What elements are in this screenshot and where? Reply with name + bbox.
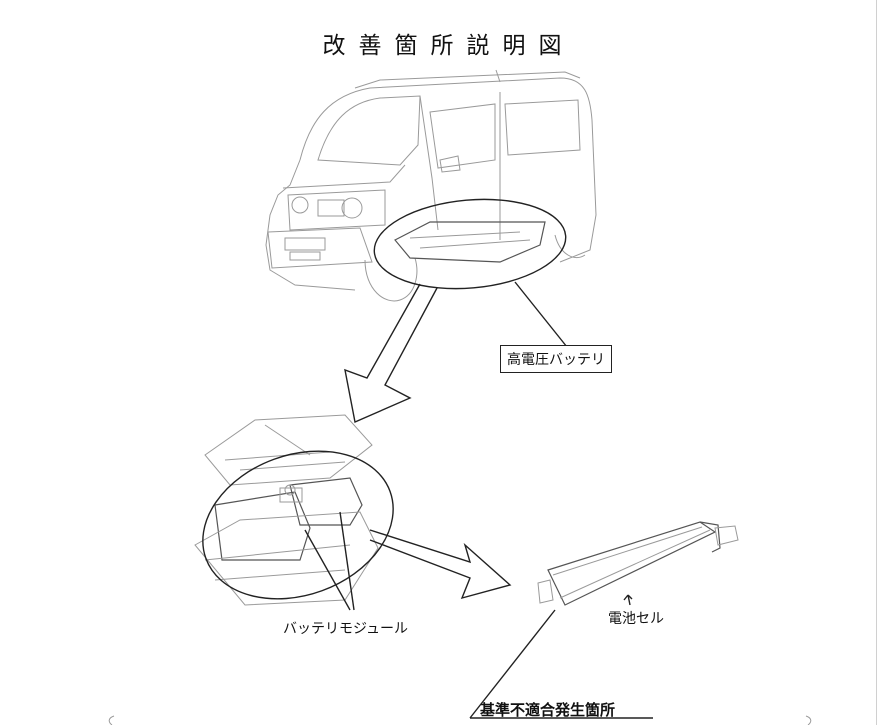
corner-mark-left xyxy=(108,715,115,725)
page-title: 改善箇所説明図 xyxy=(322,33,575,59)
module-leader-line-a xyxy=(304,529,351,611)
arrow-right-icon xyxy=(369,529,512,600)
defect-location-label: 基準不適合発生箇所 xyxy=(480,701,616,719)
module-label: バッテリモジュール xyxy=(283,621,409,637)
corner-mark-right xyxy=(805,715,812,725)
arrow-down-left-icon xyxy=(344,283,438,423)
module-highlight-ellipse xyxy=(202,450,394,600)
battery-under-van xyxy=(394,221,546,263)
cell-label: 電池セル xyxy=(608,611,664,627)
page-edge-rule xyxy=(876,0,877,725)
battery-leader-line xyxy=(514,281,568,348)
battery-cell-illustration xyxy=(537,521,739,606)
defect-leader-line xyxy=(469,609,556,719)
van-illustration xyxy=(265,69,597,302)
battery-highlight-ellipse xyxy=(373,198,567,290)
cell-pointer-icon xyxy=(623,594,633,606)
module-leader-line-b xyxy=(339,511,355,611)
battery-label: 高電圧バッテリ xyxy=(500,345,612,373)
